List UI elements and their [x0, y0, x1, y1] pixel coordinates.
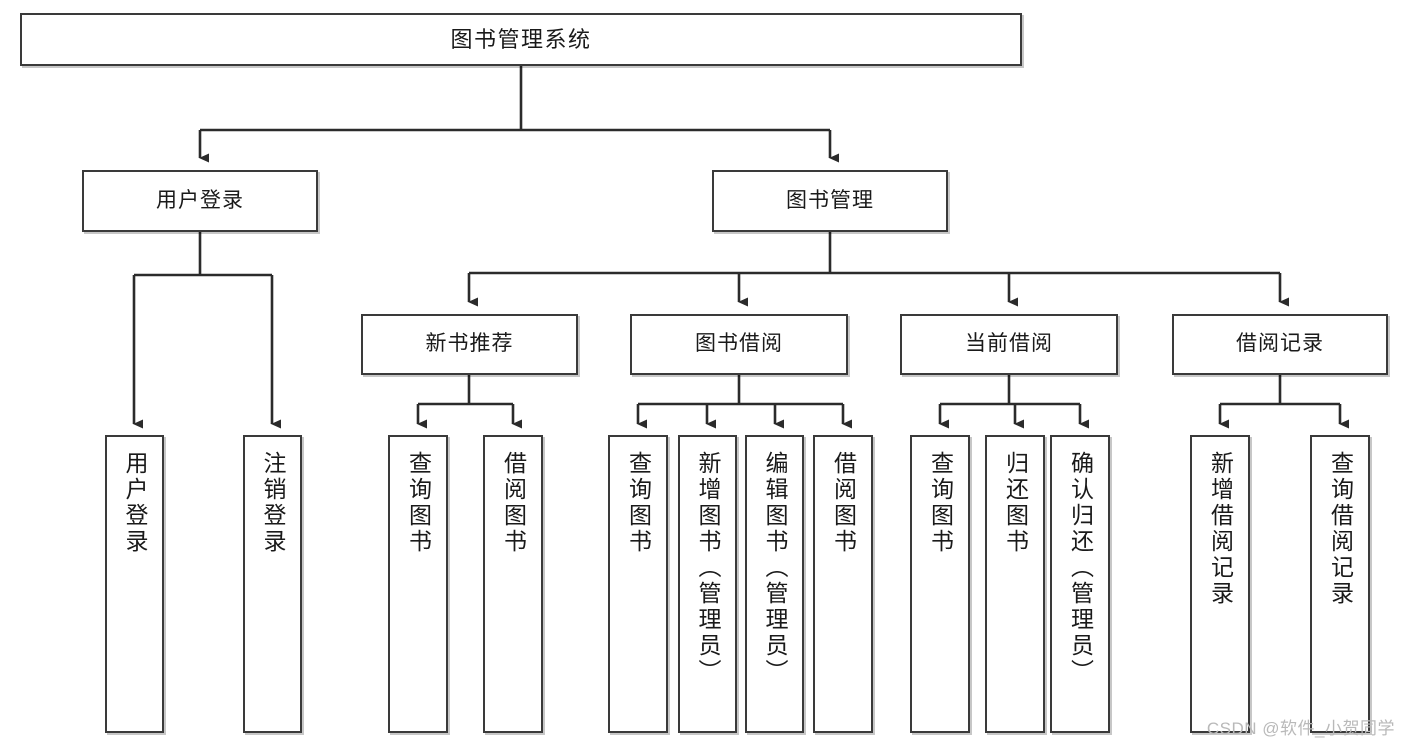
node-leaf-label: 注销登录	[260, 451, 286, 555]
node-leaf-label: 借阅图书	[830, 451, 857, 555]
node-leaf-label: 用户登录	[122, 451, 148, 555]
node-root-system[interactable]: 图书管理系统	[20, 13, 1022, 66]
node-leaf-label: 编辑图书（管理员）	[762, 451, 788, 685]
node-leaf[interactable]: 借阅图书	[813, 435, 873, 733]
node-leaf[interactable]: 编辑图书（管理员）	[745, 435, 804, 733]
node-leaf-label: 查询借阅记录	[1327, 451, 1354, 607]
node-leaf[interactable]: 用户登录	[105, 435, 164, 733]
node-leaf[interactable]: 借阅图书	[483, 435, 543, 733]
node-leaf[interactable]: 查询图书	[388, 435, 448, 733]
node-user-login[interactable]: 用户登录	[82, 170, 318, 232]
node-leaf[interactable]: 确认归还（管理员）	[1050, 435, 1110, 733]
node-book-borrow[interactable]: 图书借阅	[630, 314, 848, 375]
node-leaf[interactable]: 新增借阅记录	[1190, 435, 1250, 733]
node-new-book-recommend[interactable]: 新书推荐	[361, 314, 578, 375]
node-leaf-label: 借阅图书	[500, 451, 527, 555]
node-borrow-record-label: 借阅记录	[1236, 332, 1324, 356]
node-leaf[interactable]: 查询图书	[608, 435, 668, 733]
node-current-borrow[interactable]: 当前借阅	[900, 314, 1118, 375]
node-leaf-label: 查询图书	[405, 451, 432, 555]
node-current-borrow-label: 当前借阅	[965, 332, 1053, 356]
node-user-login-label: 用户登录	[156, 188, 244, 212]
node-leaf-label: 归还图书	[1002, 451, 1029, 555]
node-book-management[interactable]: 图书管理	[712, 170, 948, 232]
node-book-borrow-label: 图书借阅	[695, 332, 783, 356]
node-leaf-label: 查询图书	[927, 451, 954, 555]
node-leaf-label: 查询图书	[625, 451, 652, 555]
node-leaf[interactable]: 注销登录	[243, 435, 302, 733]
node-root-label: 图书管理系统	[450, 26, 592, 52]
node-borrow-record[interactable]: 借阅记录	[1172, 314, 1388, 375]
node-new-book-recommend-label: 新书推荐	[425, 332, 514, 356]
csdn-watermark: CSDN @软件_小贺同学	[1206, 719, 1395, 738]
node-leaf[interactable]: 归还图书	[985, 435, 1045, 733]
node-leaf[interactable]: 查询图书	[910, 435, 970, 733]
node-leaf[interactable]: 新增图书（管理员）	[678, 435, 737, 733]
node-book-management-label: 图书管理	[786, 188, 874, 212]
node-leaf-label: 确认归还（管理员）	[1067, 451, 1094, 685]
node-leaf-label: 新增图书（管理员）	[695, 451, 721, 685]
node-leaf[interactable]: 查询借阅记录	[1310, 435, 1370, 733]
node-leaf-label: 新增借阅记录	[1207, 451, 1234, 607]
